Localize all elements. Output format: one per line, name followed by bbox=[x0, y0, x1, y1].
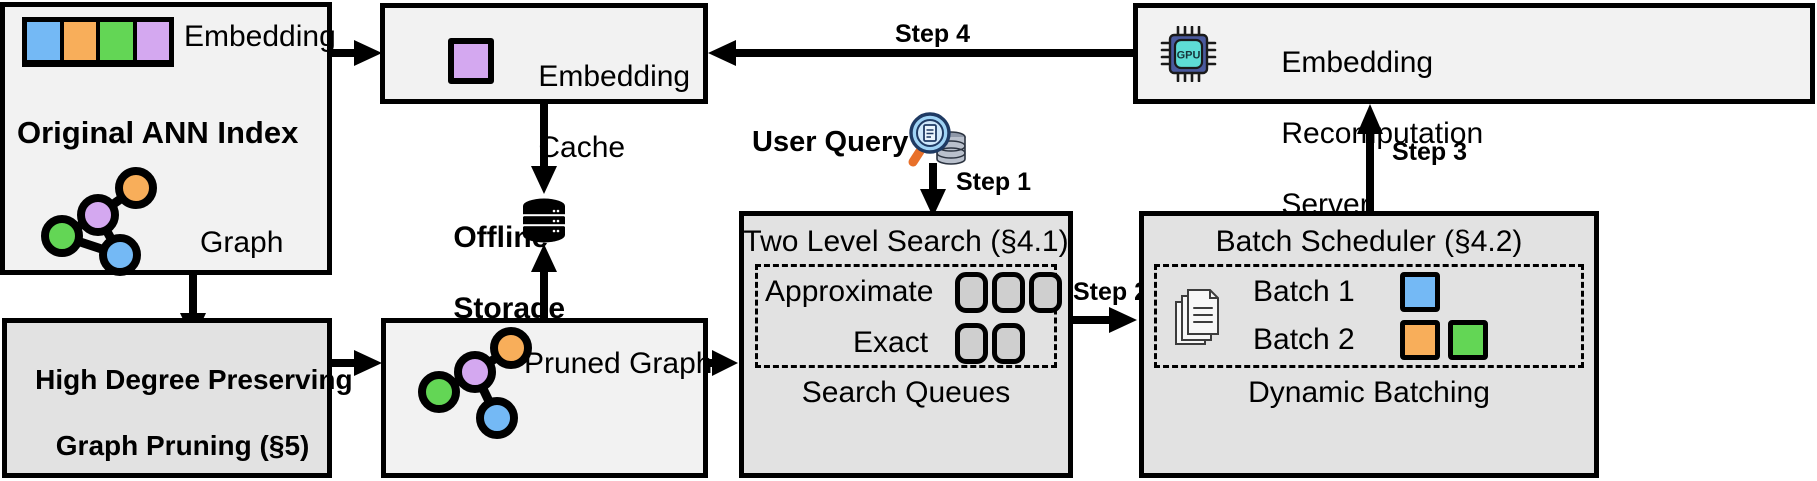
database-cylinder-icon bbox=[521, 198, 567, 244]
original-ann-index-title: Original ANN Index bbox=[17, 115, 299, 150]
embedding-cache-title: Embedding Cache bbox=[505, 24, 705, 201]
embedding-cache-line2: Cache bbox=[538, 131, 626, 165]
embedding-cache-box bbox=[380, 3, 708, 104]
graph-label: Graph bbox=[200, 226, 284, 259]
embedding-label: Embedding bbox=[184, 20, 336, 53]
search-queues-dashed-region bbox=[755, 264, 1057, 368]
documents-icon bbox=[1172, 288, 1224, 348]
embedding-cache-line1: Embedding bbox=[538, 60, 691, 94]
two-level-search-title: Two Level Search (§4.1) bbox=[743, 225, 1069, 258]
step3-label: Step 3 bbox=[1392, 138, 1468, 166]
exact-row-label: Exact bbox=[853, 326, 929, 359]
pruned-to-storage-arrow bbox=[531, 244, 557, 318]
svg-text:GPU: GPU bbox=[1177, 50, 1201, 62]
pruned-graph-label: Pruned Graph bbox=[524, 347, 713, 380]
gpu-chip-icon: GPU bbox=[1160, 26, 1222, 82]
batch-scheduler-title: Batch Scheduler (§4.2) bbox=[1215, 225, 1523, 258]
exact-slot-2[interactable] bbox=[992, 323, 1025, 364]
index-to-cache-arrow bbox=[332, 40, 384, 66]
search-queues-footer: Search Queues bbox=[801, 376, 1011, 409]
approximate-row-label: Approximate bbox=[765, 275, 934, 308]
pruned-graph-glyph bbox=[415, 327, 540, 455]
embedding-swatch-purple bbox=[136, 22, 169, 60]
graph-pruning-title: High Degree Preserving Graph Pruning (§5… bbox=[4, 330, 352, 481]
step2-label: Step 2 bbox=[1073, 278, 1149, 306]
embedding-cache-swatch-icon bbox=[448, 38, 494, 84]
batch-1-chip-blue bbox=[1400, 272, 1440, 312]
approximate-slot-1[interactable] bbox=[955, 272, 988, 313]
step3-arrow bbox=[1357, 104, 1383, 214]
magnifier-database-icon bbox=[900, 105, 970, 175]
step2-arrow bbox=[1073, 307, 1139, 333]
approximate-slot-3[interactable] bbox=[1029, 272, 1062, 313]
prunedgraph-to-search-arrow bbox=[708, 350, 740, 376]
graph-pruning-line1: High Degree Preserving bbox=[35, 364, 353, 396]
batch-scheduler-box bbox=[1139, 211, 1599, 478]
pruning-to-prunedgraph-arrow bbox=[332, 350, 384, 376]
step1-label: Step 1 bbox=[956, 168, 1032, 196]
exact-slot-1[interactable] bbox=[955, 323, 988, 364]
batch-2-chip-orange bbox=[1400, 320, 1440, 360]
embedding-swatch-strip bbox=[22, 17, 174, 67]
graph-pruning-box bbox=[2, 318, 332, 478]
batch-2-label: Batch 2 bbox=[1253, 323, 1355, 356]
graph-pruning-line2: Graph Pruning (§5) bbox=[55, 430, 310, 462]
ann-graph-glyph bbox=[38, 167, 163, 276]
dynamic-batching-footer: Dynamic Batching bbox=[1248, 376, 1490, 409]
batch-1-label: Batch 1 bbox=[1253, 275, 1355, 308]
batch-2-chip-green bbox=[1448, 320, 1488, 360]
approximate-slot-2[interactable] bbox=[992, 272, 1025, 313]
user-query-label: User Query bbox=[752, 126, 909, 158]
step1-arrow bbox=[920, 163, 946, 219]
step4-arrow bbox=[706, 40, 1136, 66]
embedding-swatch-orange bbox=[63, 22, 96, 60]
embedding-swatch-blue bbox=[27, 22, 60, 60]
recomputation-server-line1: Embedding bbox=[1281, 46, 1434, 80]
batch-scheduler-inner-region bbox=[1154, 264, 1584, 368]
embedding-swatch-green bbox=[100, 22, 133, 60]
step4-label: Step 4 bbox=[895, 20, 971, 48]
cache-to-storage-arrow bbox=[531, 104, 557, 196]
recomputation-server-box bbox=[1133, 3, 1815, 104]
